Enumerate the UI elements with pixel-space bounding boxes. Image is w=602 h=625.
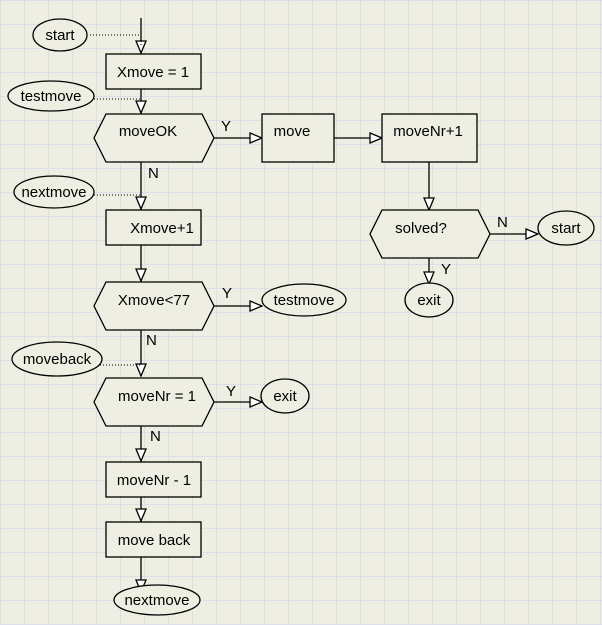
node-testmove-label: testmove: [7, 80, 95, 112]
node-moveback-label: moveback: [11, 341, 103, 377]
node-solved-decision: solved?: [369, 209, 491, 259]
movenr-inc-text: moveNr+1: [393, 123, 463, 140]
node-movenr-inc: moveNr+1: [381, 113, 478, 163]
moveback-label-text: moveback: [23, 351, 92, 368]
node-start-label: start: [32, 18, 88, 52]
exit-terminal-right-text: exit: [417, 292, 441, 309]
edge-label-solved-no: N: [497, 214, 508, 231]
node-testmove-terminal: testmove: [261, 283, 347, 317]
testmove-terminal-text: testmove: [274, 292, 335, 309]
edge-label-movenr-yes: Y: [226, 383, 236, 400]
node-xmove-lt-decision: Xmove<77: [93, 281, 215, 331]
edge-label-moveok-no: N: [148, 165, 159, 182]
node-movenr-eq-decision: moveNr = 1: [93, 377, 215, 427]
moveok-decision-text: moveOK: [119, 123, 177, 140]
edge-label-moveok-yes: Y: [221, 118, 231, 135]
node-start-terminal: start: [537, 210, 595, 246]
node-nextmove-label: nextmove: [13, 175, 95, 209]
edge-label-solved-yes: Y: [441, 261, 451, 278]
edge-label-movenr-no: N: [150, 428, 161, 445]
edge-label-xmove-yes: Y: [222, 285, 232, 302]
nextmove-label-text: nextmove: [21, 184, 86, 201]
nextmove-end-text: nextmove: [124, 592, 189, 609]
xmove-inc-text: Xmove+1: [130, 220, 194, 237]
testmove-label-text: testmove: [21, 88, 82, 105]
start-label-text: start: [45, 27, 75, 44]
node-xmove-inc: Xmove+1: [105, 209, 202, 246]
node-nextmove-end: nextmove: [113, 584, 201, 616]
edge-label-xmove-no: N: [146, 332, 157, 349]
solved-decision-text: solved?: [395, 220, 447, 237]
node-movenr-dec: moveNr - 1: [105, 461, 202, 498]
start-terminal-text: start: [551, 220, 581, 237]
dotted-link-start: [90, 34, 142, 45]
node-move-back: move back: [105, 521, 202, 558]
xmove-init-text: Xmove = 1: [117, 64, 189, 81]
movenr-eq-decision-text: moveNr = 1: [118, 388, 196, 405]
node-xmove-init: Xmove = 1: [105, 53, 202, 90]
node-exit-terminal-right: exit: [404, 282, 454, 318]
move-back-text: move back: [118, 532, 191, 549]
node-exit-terminal-left: exit: [260, 378, 310, 414]
exit-terminal-left-text: exit: [273, 388, 297, 405]
connectors: [90, 18, 538, 592]
node-move-box: move: [261, 113, 335, 163]
move-box-text: move: [274, 123, 311, 140]
node-moveok-decision: moveOK: [93, 113, 215, 163]
xmove-lt-decision-text: Xmove<77: [118, 292, 190, 309]
movenr-dec-text: moveNr - 1: [117, 472, 191, 489]
